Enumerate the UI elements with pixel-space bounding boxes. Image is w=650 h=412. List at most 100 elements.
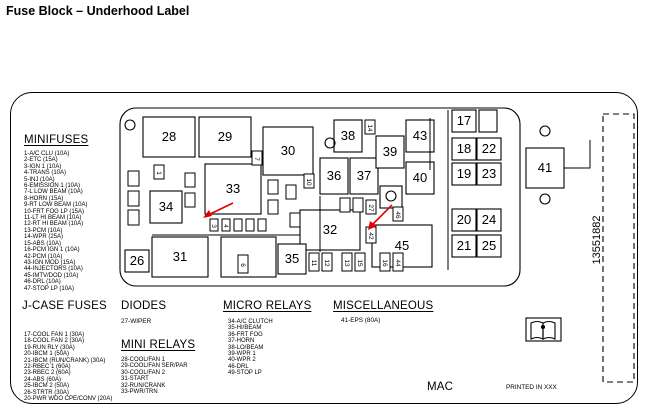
jcase-23 xyxy=(476,162,502,186)
minifuses-item: 16-PCM IGN 1 (10A) xyxy=(24,247,80,254)
minifuse-46 xyxy=(392,206,404,222)
jcase-item: 19-RUN RLY (30A) xyxy=(24,344,75,351)
jcase-item: 24-ABS (60A) xyxy=(24,376,62,383)
minifuses-item: 14-WPR (25A) xyxy=(24,234,64,241)
label-r43: 43 xyxy=(413,128,427,143)
relay-36 xyxy=(319,157,349,195)
minifuses-item: 2-ETC (15A) xyxy=(24,157,58,164)
label-r31: 31 xyxy=(173,249,187,264)
minifuses-item: 42-PCM (10A) xyxy=(24,253,63,260)
red-arrows xyxy=(203,202,393,230)
minifuses-item: 12-RT HI BEAM (10A) xyxy=(24,221,84,228)
mount-hole-5 xyxy=(539,193,551,205)
label-f13: 13 xyxy=(343,259,350,267)
minifuses-item: 43-IGN MOD (15A) xyxy=(24,259,76,266)
minifuses-item: 3-IGN 1 (10A) xyxy=(24,163,62,170)
micro-relays-header: MICRO RELAYS xyxy=(223,300,312,312)
minifuses-item: 46-DRL (10A) xyxy=(24,279,61,286)
jcase-24 xyxy=(476,208,502,232)
minifuse-blank-c xyxy=(127,209,140,226)
micro-relays-item: 35-HI/BEAM xyxy=(228,325,262,332)
jcase-18 xyxy=(451,137,477,161)
label-f27: 27 xyxy=(367,204,374,212)
minifuses-item: 1-A/C CLU (10A) xyxy=(24,151,70,157)
jcase-item: 25-IBCM 2 (50A) xyxy=(24,383,70,390)
label-r32: 32 xyxy=(323,222,337,237)
minifuse-10 xyxy=(303,173,315,189)
minifuse-3 xyxy=(209,218,219,232)
jcase-17 xyxy=(451,109,477,133)
relay-29 xyxy=(198,116,252,158)
micro-relays-item: 46-DRL xyxy=(228,363,249,370)
label-r41: 41 xyxy=(538,160,552,175)
jcase-19 xyxy=(451,162,477,186)
label-j23: 23 xyxy=(482,166,496,181)
mini-relays-header: MINI RELAYS xyxy=(121,339,196,351)
jcase-blank xyxy=(478,109,498,133)
label-r35: 35 xyxy=(285,251,299,266)
jcase-item: 23-RBEC 2 (60A) xyxy=(24,370,71,377)
label-r30: 30 xyxy=(281,143,295,158)
label-j22: 22 xyxy=(482,141,496,156)
jcase-item: 20-PWR WDO CPE/CONV (20A) xyxy=(24,396,113,403)
label-r34: 34 xyxy=(159,199,173,214)
minifuse-12 xyxy=(321,252,333,272)
relay-43 xyxy=(405,119,435,153)
red-arrow-right xyxy=(371,204,393,226)
minifuse-blank-a xyxy=(127,170,140,187)
minifuses-item: 7-L LOW BEAM (10A) xyxy=(24,189,83,196)
jcase-21 xyxy=(451,234,477,258)
label-f10: 10 xyxy=(305,178,312,186)
minifuse-blank-n xyxy=(352,197,364,213)
label-j25: 25 xyxy=(482,238,496,253)
minifuse-6 xyxy=(237,254,249,274)
minifuses-item: 15-ABS (10A) xyxy=(24,240,62,247)
label-f42: 42 xyxy=(367,232,374,240)
jcase-20 xyxy=(451,208,477,232)
label-j20: 20 xyxy=(457,212,471,227)
mini-relays-item: 33-PWR/TRN xyxy=(121,389,158,396)
minifuse-4 xyxy=(221,218,231,232)
minifuse-blank-k xyxy=(285,184,297,200)
micro-relays-item: 34-A/C CLUTCH xyxy=(228,319,273,325)
minifuse-15 xyxy=(354,252,366,272)
label-r40: 40 xyxy=(413,170,427,185)
jcase-item: 22-RBEC 1 (60A) xyxy=(24,364,71,371)
diodes-header: DIODES xyxy=(121,300,167,312)
minifuse-27 xyxy=(365,199,377,215)
label-j21: 21 xyxy=(457,238,471,253)
micro-relays-item: 37-HORN xyxy=(228,338,255,345)
relay-socket xyxy=(379,185,403,209)
minifuse-7 xyxy=(251,150,263,166)
relay-33 xyxy=(204,163,262,215)
minifuses-header: MINIFUSES xyxy=(24,134,89,146)
minifuses-item: 11-LT HI BEAM (10A) xyxy=(24,215,82,222)
minifuses-item: 44-INJECTORS (10A) xyxy=(24,266,83,273)
minifuse-14 xyxy=(364,119,376,135)
label-r39: 39 xyxy=(383,144,397,159)
label-f14: 14 xyxy=(366,124,373,132)
minifuse-blank-m xyxy=(339,197,351,213)
label-r37: 37 xyxy=(357,168,371,183)
mount-hole-3 xyxy=(385,190,397,202)
minifuses-item: 45-IMTV/DOD (10A) xyxy=(24,272,79,279)
jcase-list: 17-COOL FAN 1 (30A)18-COOL FAN 2 (30A)19… xyxy=(24,332,112,402)
jcase-item: 21-IBCM (RUN/CRANK) (30A) xyxy=(24,357,106,364)
label-f12: 12 xyxy=(323,259,330,267)
minifuses-item: 8-HORN (15A) xyxy=(24,195,64,202)
mini-relays-item: 30-COOL/FAN 2 xyxy=(121,369,166,376)
jcase-25 xyxy=(476,234,502,258)
label-f46: 46 xyxy=(394,211,401,219)
jcase-item: 26-STRTR (30A) xyxy=(24,389,69,396)
minifuses-item: 10-FRT FOG LP (15A) xyxy=(24,208,85,215)
minifuses-item: 47-STOP LP (10A) xyxy=(24,285,75,292)
label-r36: 36 xyxy=(327,168,341,183)
label-j24: 24 xyxy=(482,212,496,227)
minifuse-blank-i xyxy=(267,179,279,195)
relay-39 xyxy=(375,135,405,169)
micro-relays-item: 39-WPR 1 xyxy=(228,351,256,358)
minifuse-13 xyxy=(341,252,353,272)
minifuse-blank-l xyxy=(289,212,301,228)
